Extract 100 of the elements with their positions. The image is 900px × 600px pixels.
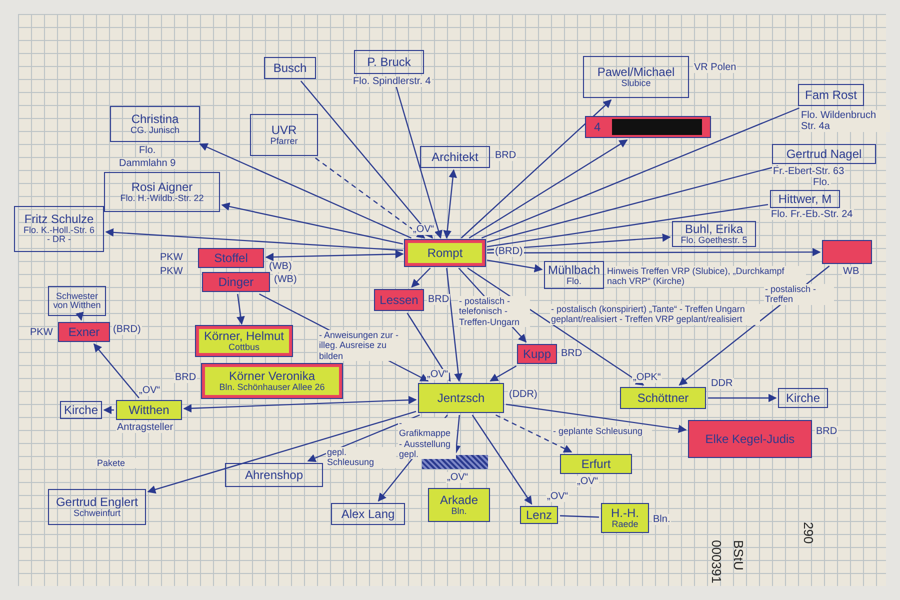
side-note: Flo. — [812, 177, 831, 188]
box-text: Christina — [131, 112, 179, 126]
box-text: Körner Veronika — [228, 370, 316, 383]
arrow — [236, 294, 245, 325]
handwritten-box — [544, 261, 604, 289]
handwritten-box — [196, 326, 292, 356]
arrow — [506, 404, 687, 434]
handwritten-box — [14, 206, 104, 252]
edge-label: - geplante Schleusung — [552, 426, 652, 436]
box-text: Elke Kegel-Judis — [705, 432, 795, 446]
box-text: Hittwer, M — [778, 192, 832, 206]
handwritten-box — [374, 289, 424, 311]
box-text: Exner — [68, 326, 100, 338]
handwritten-box — [517, 344, 557, 364]
box-text: Gertrud Englert — [56, 496, 138, 509]
arrow — [265, 250, 404, 262]
box-text: Raede — [612, 520, 638, 530]
side-note: (WB) — [268, 261, 293, 272]
box-text: 4 — [593, 120, 601, 134]
side-note: Flo. Fr.-Eb.-Str. 24 — [770, 209, 854, 220]
archive-stamp-text: 290 — [800, 522, 817, 544]
arrow — [487, 248, 821, 256]
handwritten-box — [354, 50, 424, 74]
arrow — [199, 143, 412, 239]
note-text: PKW — [160, 251, 183, 265]
side-note: (WB) — [273, 274, 298, 285]
side-note: „OV“ — [446, 472, 470, 483]
box-text: H.-H. — [611, 506, 639, 520]
arrow — [105, 228, 404, 251]
handwritten-box — [331, 503, 405, 525]
handwritten-box — [428, 488, 490, 522]
box-text: Kupp — [522, 348, 552, 360]
side-note: „OV“ — [576, 476, 600, 487]
edge-label: Hinweis Treffen VRP (Slubice), „Durchkampf nach VRP“ (Kirche) — [606, 266, 806, 287]
box-text: Lenz — [526, 508, 552, 522]
box-text: Pawel/Michael — [597, 66, 675, 79]
box-text: UVR — [271, 124, 297, 137]
box-text: Bln. Schönhauser Allee 26 — [219, 382, 325, 392]
side-note: BRD — [494, 150, 518, 161]
box-text: Fam Rost — [804, 88, 857, 102]
side-note: VR Polen — [693, 62, 738, 73]
arrow — [446, 268, 462, 382]
box-text: Busch — [273, 62, 307, 74]
handwritten-box — [202, 272, 270, 292]
handwritten-box — [250, 114, 318, 156]
arrow — [468, 140, 628, 239]
edge-label: gepl. Schleusung — [326, 447, 396, 468]
box-text: Schöttner — [637, 392, 689, 404]
handwritten-box — [116, 400, 182, 420]
side-note: (BRD) — [112, 324, 142, 335]
arrow — [406, 312, 451, 382]
arrow — [708, 394, 777, 402]
handwritten-box — [520, 506, 558, 524]
box-text: Ahrenshop — [244, 468, 304, 482]
arrow — [315, 158, 426, 238]
edge-label: - postalisch - telefonisch - Treffen-Ungarn — [458, 296, 530, 328]
handwritten-box — [48, 489, 146, 525]
handwritten-box — [585, 116, 711, 138]
handwritten-box — [198, 248, 264, 268]
box-text: Witthen — [128, 404, 170, 416]
handwritten-box — [104, 172, 220, 212]
box-text: Flo. H.-Wildb.-Str. 22 — [120, 194, 204, 204]
box-text: Kirche — [64, 404, 98, 416]
box-text: Rompt — [427, 246, 463, 260]
box-text: Buhl, Erika — [684, 222, 744, 236]
side-note: (BRD) — [494, 246, 524, 257]
box-text: Rosi Aigner — [131, 180, 193, 194]
handwritten-box — [58, 322, 110, 342]
box-text: P. Bruck — [367, 56, 411, 68]
box-text: Flo. — [566, 276, 582, 286]
side-note: „OV“ — [426, 369, 450, 380]
box-text: Pfarrer — [270, 136, 298, 146]
handwritten-box — [48, 286, 106, 316]
handwritten-box — [620, 387, 706, 409]
box-text: Cottbus — [228, 342, 260, 352]
box-text: Architekt — [432, 150, 478, 164]
side-note: WB — [842, 266, 860, 277]
box-text: CG. Junisch — [130, 126, 180, 136]
arrow — [472, 414, 532, 505]
box-text: Fritz Schulze — [24, 213, 94, 226]
handwritten-box — [420, 146, 490, 168]
box-text: Arkade — [440, 494, 478, 507]
edge-label: - postalisch (konspiriert) „Tante“ - Treffen Ungarn geplant/realisiert - Treffen VRP geplant/realisiert — [550, 304, 760, 325]
arrow — [76, 312, 84, 321]
handwritten-box — [798, 84, 864, 106]
side-note: Flo. Spindlerstr. 4 — [352, 76, 432, 87]
box-text: Schwester von Witthen — [52, 292, 102, 310]
handwritten-box — [418, 383, 504, 413]
arrow — [460, 99, 612, 238]
box-text: Mühlbach — [548, 264, 600, 277]
edge-label: - Anweisungen zur - illeg. Ausreise zu bilden — [318, 330, 408, 362]
box-text: Erfurt — [581, 458, 611, 470]
arrow — [443, 169, 458, 239]
handwritten-box — [688, 420, 812, 458]
handwritten-box — [405, 240, 485, 266]
box-text: Schweinfurt — [73, 508, 121, 518]
handwritten-box — [110, 106, 200, 142]
side-note: BRD — [427, 294, 450, 305]
side-note: BRD — [560, 348, 584, 359]
box-text: Jentzsch — [437, 392, 485, 404]
